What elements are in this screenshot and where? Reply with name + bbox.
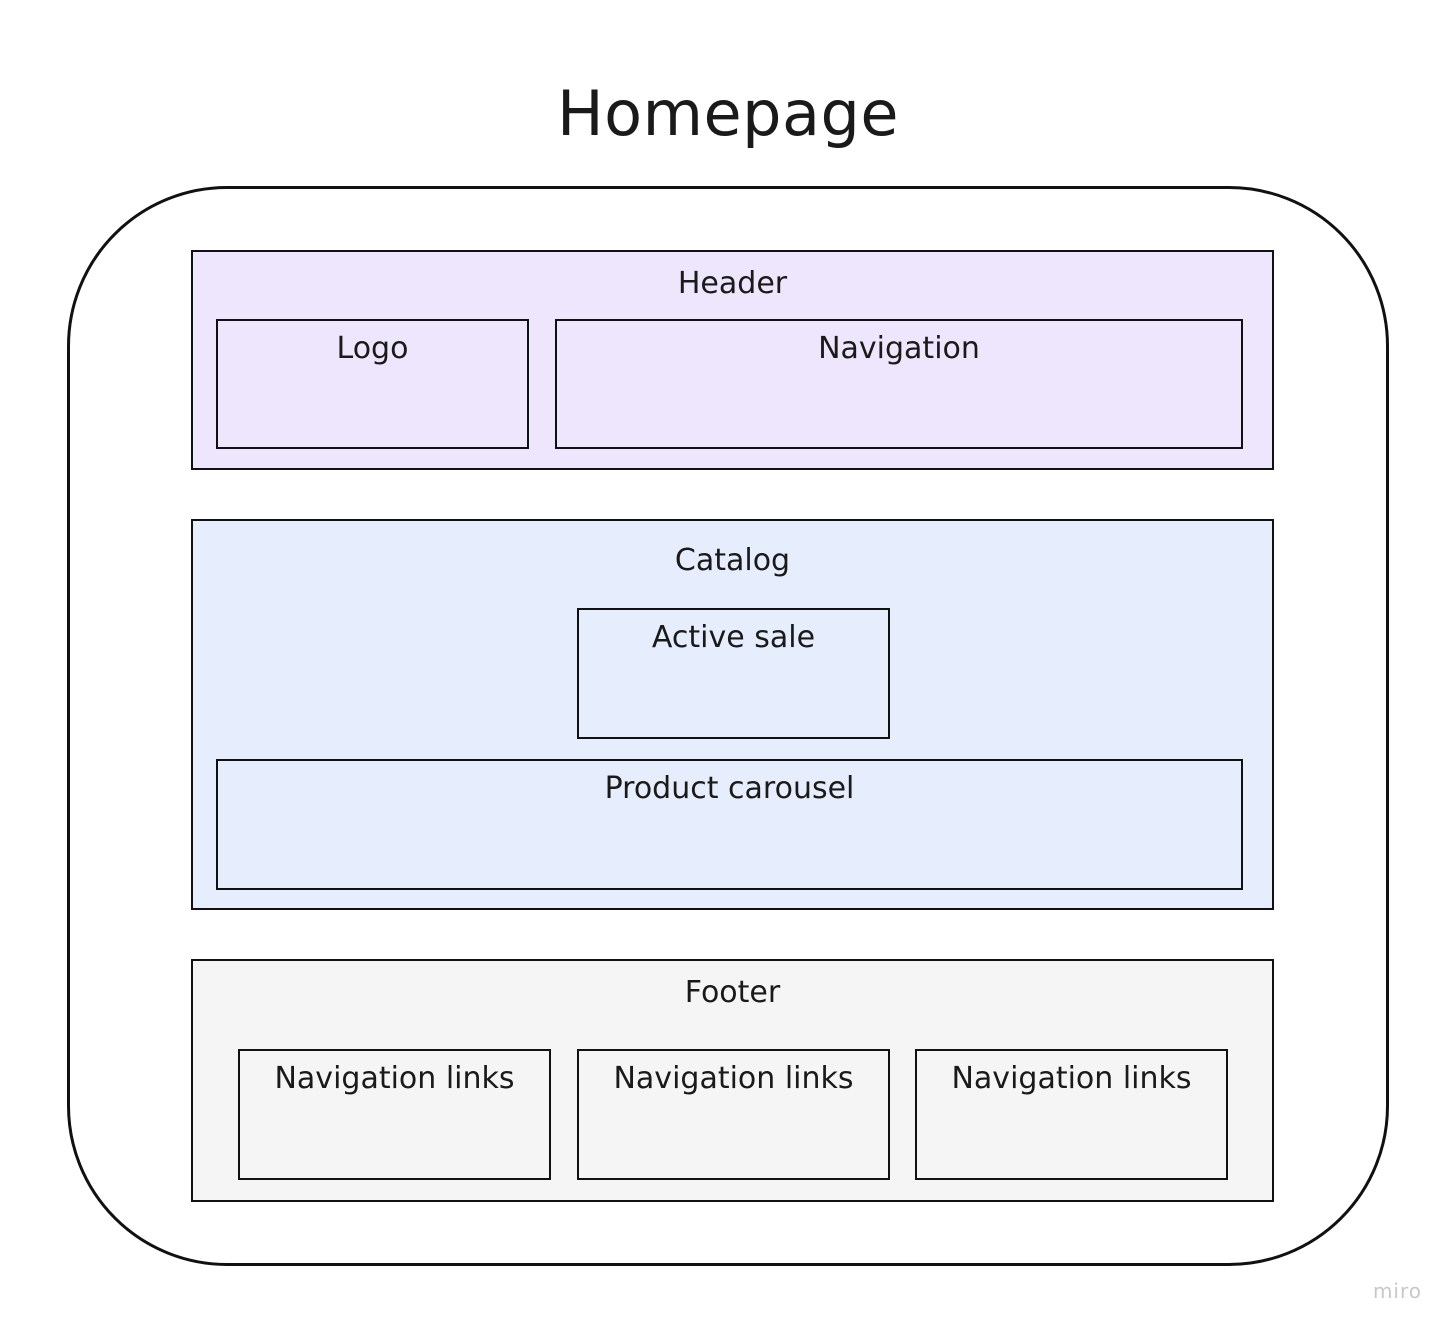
- product-carousel-box: Product carousel: [216, 759, 1243, 890]
- footer-section-label: Footer: [684, 975, 781, 1010]
- footer-nav-links-label-3: Navigation links: [951, 1061, 1192, 1096]
- product-carousel-box-label: Product carousel: [604, 771, 855, 806]
- miro-watermark: miro: [1372, 1279, 1422, 1303]
- diagram-title: Homepage: [557, 77, 899, 150]
- catalog-section-label: Catalog: [674, 543, 791, 578]
- logo-box: Logo: [216, 319, 529, 449]
- footer-section: Footer Navigation links Navigation links…: [191, 959, 1274, 1202]
- footer-nav-links-box-3: Navigation links: [915, 1049, 1228, 1180]
- footer-nav-links-box-1: Navigation links: [238, 1049, 551, 1180]
- header-section-label: Header: [677, 266, 788, 301]
- navigation-box-label: Navigation: [818, 331, 980, 366]
- header-section: Header Logo Navigation: [191, 250, 1274, 470]
- catalog-section: Catalog Active sale Product carousel: [191, 519, 1274, 910]
- footer-nav-links-label-1: Navigation links: [274, 1061, 515, 1096]
- footer-nav-links-box-2: Navigation links: [577, 1049, 890, 1180]
- logo-box-label: Logo: [336, 331, 409, 366]
- navigation-box: Navigation: [555, 319, 1243, 449]
- homepage-frame: [67, 186, 1389, 1266]
- active-sale-box-label: Active sale: [651, 620, 816, 655]
- footer-nav-links-label-2: Navigation links: [613, 1061, 854, 1096]
- active-sale-box: Active sale: [577, 608, 890, 739]
